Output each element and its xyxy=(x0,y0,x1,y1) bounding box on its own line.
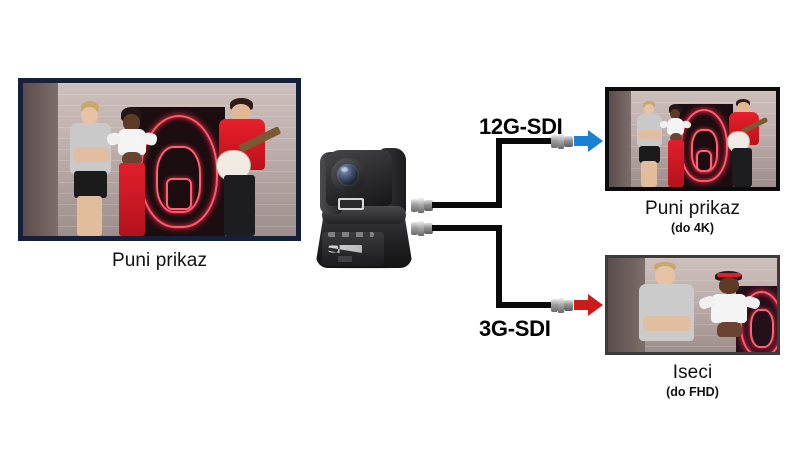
output-top-caption-block: Puni prikaz (do 4K) xyxy=(605,198,780,235)
person-right-trousers xyxy=(224,175,256,236)
bnc-connector-camera-top xyxy=(411,198,433,213)
cable-bottom-horizontal-out xyxy=(496,302,556,308)
band-scene-full-4k xyxy=(609,91,776,187)
bnc-barrel xyxy=(411,222,418,235)
neon-shape-inner xyxy=(165,178,192,211)
person-left-head xyxy=(81,106,99,125)
output-top-caption: Puni prikaz xyxy=(644,198,741,219)
source-image-frame xyxy=(18,78,301,241)
cable-top-vertical xyxy=(496,138,502,208)
person-center-head xyxy=(718,277,740,294)
person-center-top xyxy=(117,129,147,156)
person-left-arms xyxy=(643,316,692,332)
camera-collar xyxy=(322,206,406,224)
signal-arrow-top-head xyxy=(588,130,603,152)
person-center-midriff xyxy=(122,152,142,164)
bnc-barrel xyxy=(411,199,418,212)
signal-arrow-top-shaft xyxy=(574,136,590,146)
output-bottom-frame xyxy=(605,255,780,355)
bnc-collar xyxy=(558,298,564,313)
output-top-sub-caption: (do 4K) xyxy=(670,221,715,235)
camera-indicator-leds xyxy=(328,232,374,237)
person-left-arms xyxy=(72,147,110,162)
label-12g-sdi: 12G-SDI xyxy=(479,114,563,139)
bnc-collar xyxy=(418,221,424,236)
signal-arrow-bottom-shaft xyxy=(574,300,590,310)
neon-shape-mid xyxy=(156,146,201,213)
cable-top-horizontal-out xyxy=(496,138,556,144)
person-center-head xyxy=(670,108,681,120)
person-center xyxy=(697,271,762,352)
camera-lens xyxy=(337,164,359,186)
output-bottom-caption: Iseci xyxy=(672,362,713,383)
source-caption-block: Puni prikaz xyxy=(18,250,301,272)
person-left-shorts xyxy=(74,171,107,199)
person-center xyxy=(659,104,692,187)
canon-logo xyxy=(328,245,362,253)
bnc-tip xyxy=(424,223,433,234)
person-left-legs xyxy=(640,161,657,187)
bnc-barrel xyxy=(551,299,558,312)
source-image xyxy=(23,83,296,236)
output-bottom-caption-block: Iseci (do FHD) xyxy=(605,362,780,399)
person-center-top xyxy=(667,118,685,135)
person-center xyxy=(105,107,160,236)
label-3g-sdi: 3G-SDI xyxy=(479,316,551,341)
person-left-head xyxy=(655,266,675,286)
person-right-head xyxy=(231,103,252,122)
guitar-body xyxy=(727,132,749,152)
person-left-torso xyxy=(638,284,695,341)
person-right-head xyxy=(736,102,750,114)
bnc-tip xyxy=(424,200,433,211)
neon-banner xyxy=(132,107,225,236)
output-bottom-sub-caption: (do FHD) xyxy=(666,385,719,399)
person-left-head xyxy=(643,104,655,116)
neon-shape-inner xyxy=(696,149,713,172)
cable-top-horizontal-in xyxy=(432,202,502,208)
wall-shadow xyxy=(23,83,59,236)
band-scene-cropped xyxy=(608,258,777,352)
bnc-collar xyxy=(418,198,424,213)
person-center-top xyxy=(711,293,747,323)
wall-shadow xyxy=(609,91,631,187)
signal-arrow-bottom-head xyxy=(588,294,603,316)
bnc-tip xyxy=(564,300,573,311)
bnc-tip xyxy=(564,136,573,147)
person-left-arms xyxy=(638,129,662,140)
person-right-trousers xyxy=(732,148,753,187)
neon-shape-mid xyxy=(749,308,774,348)
band-scene-full xyxy=(23,83,296,236)
person-left xyxy=(629,100,671,187)
camera-tally-slot-inner xyxy=(340,200,362,208)
bnc-connector-camera-bottom xyxy=(411,221,433,236)
person-left-shorts xyxy=(639,145,660,163)
camera-name-plate xyxy=(338,256,352,262)
person-center-head xyxy=(123,113,140,131)
person-center-headband xyxy=(717,272,741,278)
person-left-legs xyxy=(76,195,102,236)
output-top-image xyxy=(609,91,776,187)
person-right xyxy=(723,98,769,187)
cable-bottom-horizontal-in xyxy=(432,225,502,231)
cable-bottom-vertical xyxy=(496,225,502,308)
person-left xyxy=(632,261,703,352)
person-center-trousers xyxy=(667,139,684,187)
person-center-midriff xyxy=(669,133,682,141)
person-center-trousers xyxy=(119,162,146,236)
camera-lens-highlight xyxy=(341,167,348,172)
person-center-midriff xyxy=(717,321,742,338)
output-top-frame xyxy=(605,87,780,191)
person-right xyxy=(209,98,282,236)
output-bottom-image xyxy=(608,258,777,352)
bnc-barrel xyxy=(551,135,558,148)
source-caption: Puni prikaz xyxy=(111,250,208,271)
bnc-connector-output-top xyxy=(551,134,573,149)
bnc-collar xyxy=(558,134,564,149)
bnc-connector-output-bottom xyxy=(551,298,573,313)
person-left xyxy=(58,101,124,236)
canon-ptz-camera xyxy=(312,136,420,270)
